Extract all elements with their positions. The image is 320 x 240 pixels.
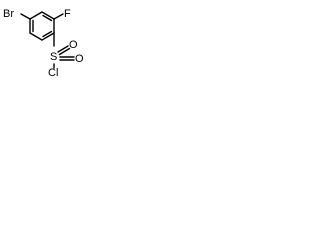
atom-label-oxygen-right: O	[75, 53, 84, 65]
ring-bond-1	[41, 11, 55, 20]
bond-s-o-top-b	[58, 47, 71, 56]
ring-double-bond-1	[42, 14, 53, 22]
atom-label-sulfur: S	[50, 51, 57, 63]
atom-label-bromine: Br	[3, 8, 14, 20]
bond-c-f	[53, 13, 64, 20]
benzene-ring	[29, 11, 55, 41]
ring-double-bond-3	[42, 30, 53, 38]
ring-bond-3	[41, 32, 55, 41]
bond-s-o-top-a	[57, 45, 69, 53]
atom-label-fluorine: F	[64, 8, 71, 20]
bond-c-br	[20, 13, 31, 20]
atom-label-chlorine: Cl	[48, 67, 58, 78]
ring-bond-4	[29, 32, 43, 41]
atom-label-oxygen-top: O	[69, 39, 78, 51]
chemical-structure: Br F S O O Cl	[3, 8, 84, 78]
ring-bond-6	[29, 11, 43, 20]
